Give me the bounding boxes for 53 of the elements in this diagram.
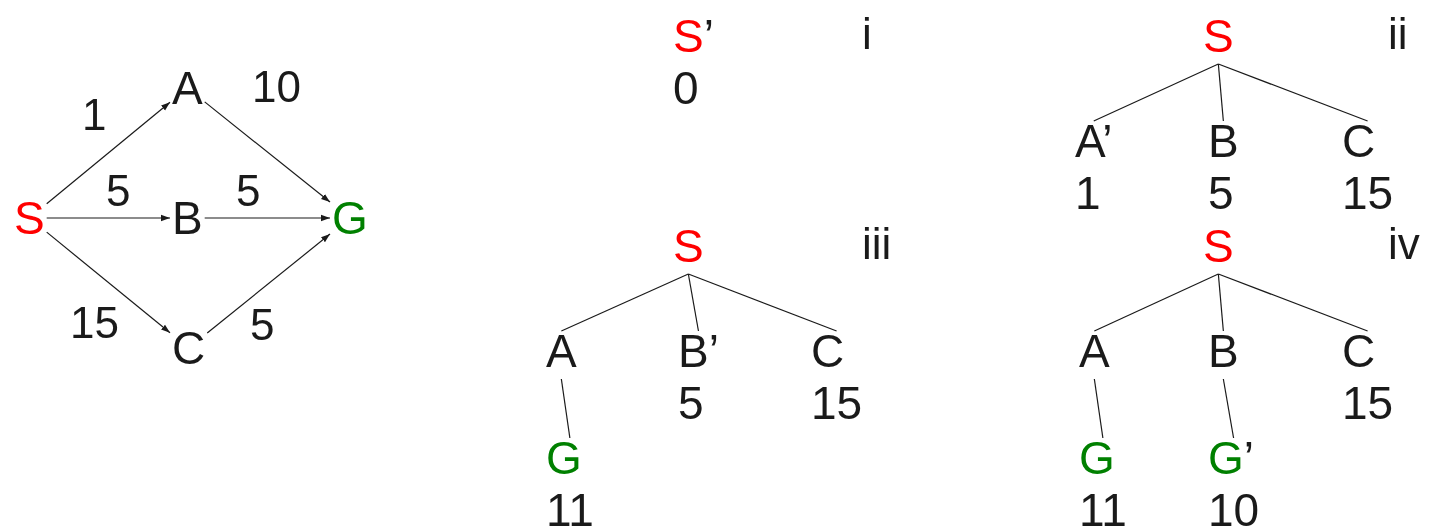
tree-branch <box>560 273 689 332</box>
cost-value: 11 <box>1079 484 1127 531</box>
node-label: B <box>1208 325 1239 377</box>
cost-value: 15 <box>811 377 863 429</box>
node-label: A <box>546 325 577 377</box>
cost-value: 5 <box>1208 167 1235 219</box>
node-label: A <box>1079 325 1110 377</box>
tree-branch <box>1217 63 1224 122</box>
cost-value: 15 <box>1342 167 1394 219</box>
arrow <box>206 233 331 334</box>
arrow <box>46 214 171 222</box>
cost-value: 5 <box>678 377 705 429</box>
node-label: G <box>332 192 368 244</box>
tree-branch <box>687 273 838 332</box>
tree-branch <box>687 273 700 332</box>
arrow <box>46 231 171 334</box>
node-label: B <box>1208 115 1239 167</box>
tree-branch <box>1217 273 1224 332</box>
tree-branch <box>1217 63 1369 122</box>
node-label: G <box>1079 432 1116 484</box>
node-label: S <box>1203 220 1234 272</box>
tree-branch <box>1217 273 1369 332</box>
node-label: G’ <box>1208 432 1255 484</box>
cost-value: 1 <box>1075 167 1102 219</box>
arrow <box>204 101 331 203</box>
node-label: B’ <box>678 325 719 377</box>
node-label: C <box>172 322 206 374</box>
tree-label: iv <box>1388 220 1420 268</box>
node-label: A <box>172 62 203 114</box>
cost-value: 10 <box>1208 484 1260 531</box>
node-label: S <box>14 192 45 244</box>
node-label: B <box>172 192 203 244</box>
cost-value: 15 <box>1342 377 1394 429</box>
node-label: G <box>546 432 583 484</box>
cost-value: 0 <box>673 62 700 114</box>
node-label: S <box>673 220 704 272</box>
tree-branch <box>1093 273 1219 332</box>
tree-label: ii <box>1388 10 1408 58</box>
node-label: A’ <box>1075 115 1113 167</box>
arrow <box>204 214 331 222</box>
node-label: C <box>1342 325 1377 377</box>
cost-value: 11 <box>546 484 594 531</box>
tree-branch <box>1222 378 1235 439</box>
tree-branch <box>1093 378 1104 439</box>
tree-branch <box>560 378 571 439</box>
node-label: C <box>1342 115 1377 167</box>
node-label: C <box>811 325 846 377</box>
node-label: S’ <box>673 10 714 62</box>
tree-label: iii <box>862 220 892 268</box>
node-label: S <box>1203 10 1234 62</box>
tree-branch <box>1093 63 1219 122</box>
tree-label: i <box>862 10 872 58</box>
arrow <box>46 101 171 205</box>
